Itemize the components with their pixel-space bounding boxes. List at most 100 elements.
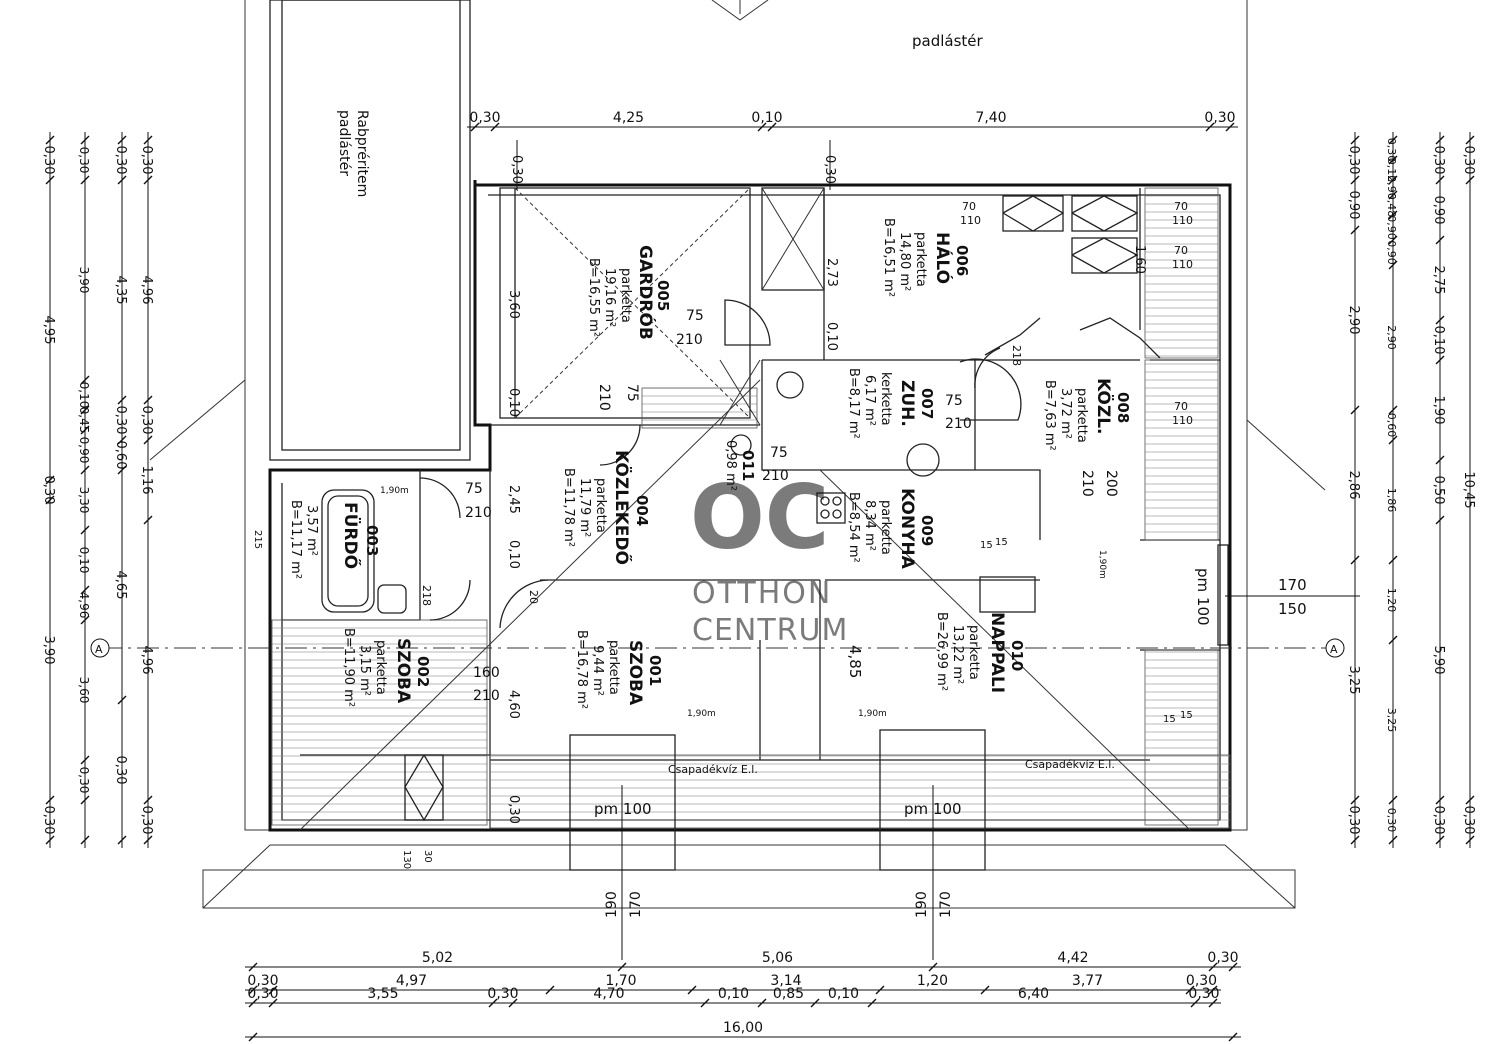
dim-tick	[143, 795, 153, 805]
dim-left-3-label: 0,30	[113, 756, 128, 785]
room-003: 003 FÜRDŐ 3,57 m² B=11,17 m²	[288, 500, 381, 579]
svg-text:parketta: parketta	[1074, 388, 1089, 443]
svg-text:30: 30	[422, 850, 433, 863]
svg-text:0,30: 0,30	[506, 795, 521, 824]
svg-text:1,60: 1,60	[1132, 245, 1147, 274]
dim-left-1-label: 4,95	[41, 316, 56, 345]
attic-left-label-1: Rabpréritem	[354, 110, 370, 197]
dim-right-2-label: 1,20	[1385, 588, 1398, 613]
dim-tick	[80, 425, 90, 435]
dim-tick	[1350, 225, 1360, 235]
window-bottom-2-label: pm 100	[904, 800, 962, 818]
dim-bottom-1-label: 5,06	[762, 950, 793, 966]
svg-text:HÁLÓ: HÁLÓ	[932, 232, 954, 284]
window-right-150: 150	[1278, 600, 1307, 618]
skylight-a-h: 110	[960, 214, 981, 227]
dim-right-3-label: 0,30	[1431, 806, 1446, 835]
svg-text:parketta: parketta	[373, 640, 388, 695]
svg-text:75: 75	[686, 308, 704, 324]
dim-tick	[1185, 985, 1195, 995]
dim-tick	[248, 962, 258, 972]
room-009: 009 KONYHA parketta 8,34 m² B=8,54 m²	[846, 488, 936, 570]
dim-tick	[757, 122, 767, 132]
svg-text:4,85: 4,85	[846, 645, 864, 678]
hip-lines	[299, 187, 1191, 831]
svg-text:19,16 m²: 19,16 m²	[602, 268, 617, 327]
room-010: 010 NAPPALI parketta 13,22 m² B=26,99 m²	[934, 612, 1026, 693]
dim-right-2-label: 0,30	[1385, 138, 1398, 163]
dim-tick	[1435, 355, 1445, 365]
watermark-logo: OC	[690, 466, 829, 569]
dim-tick	[117, 835, 127, 845]
dim-left-3-label: 0,30	[113, 406, 128, 435]
dim-right-4-label: 10,45	[1461, 471, 1476, 508]
dim-left-2-label: 0,90	[77, 437, 91, 464]
svg-text:9,44 m²: 9,44 m²	[590, 645, 605, 696]
dim-tick	[80, 615, 90, 625]
doors	[419, 299, 1161, 629]
svg-text:210: 210	[676, 332, 703, 348]
dim-tick	[268, 998, 278, 1008]
dim-bottom-3-label: 0,30	[247, 986, 278, 1002]
section-axis: A A	[90, 638, 1345, 658]
toilet-bath	[377, 584, 407, 614]
dim-tick	[1190, 998, 1200, 1008]
svg-text:003: 003	[363, 525, 381, 556]
svg-text:010: 010	[1008, 640, 1026, 671]
dim-tick	[1435, 835, 1445, 845]
dim-bottom-2-label: 0,30	[247, 973, 278, 989]
dim-tick	[248, 1032, 258, 1042]
dim-bottom-2-label: 0,30	[1186, 973, 1217, 989]
svg-text:3,72 m²: 3,72 m²	[1058, 388, 1073, 439]
attic-left: Rabpréritem padlástér	[269, 0, 471, 461]
dim-right-3-label: 0,90	[1431, 196, 1446, 225]
dim-tick	[687, 985, 697, 995]
dim-tick	[545, 985, 555, 995]
svg-text:2,73: 2,73	[824, 258, 839, 287]
dim-tick	[875, 985, 885, 995]
dim-tick	[1388, 435, 1398, 445]
dim-tick	[143, 835, 153, 845]
dim-tick	[1388, 795, 1398, 805]
dim-tick	[1435, 515, 1445, 525]
dim-tick	[45, 175, 55, 185]
dim-left-2-label: 0,45	[77, 407, 91, 434]
svg-text:14,80 m²: 14,80 m²	[897, 232, 912, 291]
window-bottom-1-170: 170	[628, 891, 644, 918]
svg-text:B=11,17 m²: B=11,17 m²	[288, 500, 303, 579]
dim-left-1-label: 0,30	[41, 806, 56, 835]
dim-tick	[80, 405, 90, 415]
window-bottom-2-170: 170	[938, 891, 954, 918]
dim-bottom-2-label: 4,97	[396, 973, 427, 989]
dim-right-2-label: 3,25	[1385, 708, 1398, 733]
dim-tick	[1388, 175, 1398, 185]
svg-text:2,45: 2,45	[506, 485, 521, 514]
dim-tick	[757, 998, 767, 1008]
dim-bottom-3-label: 3,55	[367, 986, 398, 1002]
svg-text:KÖZL.: KÖZL.	[1093, 378, 1115, 434]
dim-tick	[1388, 405, 1398, 415]
dim-tick	[117, 395, 127, 405]
dim-tick	[1350, 835, 1360, 845]
dim-tick	[810, 998, 820, 1008]
svg-text:B=8,54 m²: B=8,54 m²	[846, 492, 861, 563]
svg-text:15: 15	[980, 540, 993, 551]
dim-tick	[143, 395, 153, 405]
dim-right-2-label: 0,90	[1385, 215, 1398, 240]
dim-tick	[117, 435, 127, 445]
dim-left-3-label: 0,30	[113, 146, 128, 175]
skylight-c-w: 70	[1174, 244, 1188, 257]
dim-left-4-label: 0,30	[139, 406, 154, 435]
axis-marker-right	[1325, 638, 1345, 658]
svg-text:008: 008	[1114, 392, 1132, 423]
svg-text:004: 004	[633, 495, 651, 526]
svg-text:001: 001	[646, 655, 664, 686]
dim-left-4-label: 0,30	[139, 806, 154, 835]
svg-text:0,10: 0,10	[506, 540, 521, 569]
svg-text:FÜRDŐ: FÜRDŐ	[340, 502, 362, 569]
svg-text:1,90m: 1,90m	[687, 709, 716, 719]
svg-text:6,17 m²: 6,17 m²	[862, 375, 877, 426]
dim-right-3-label: 0,30	[1431, 146, 1446, 175]
dim-left-1-label: 0,30	[41, 146, 56, 175]
